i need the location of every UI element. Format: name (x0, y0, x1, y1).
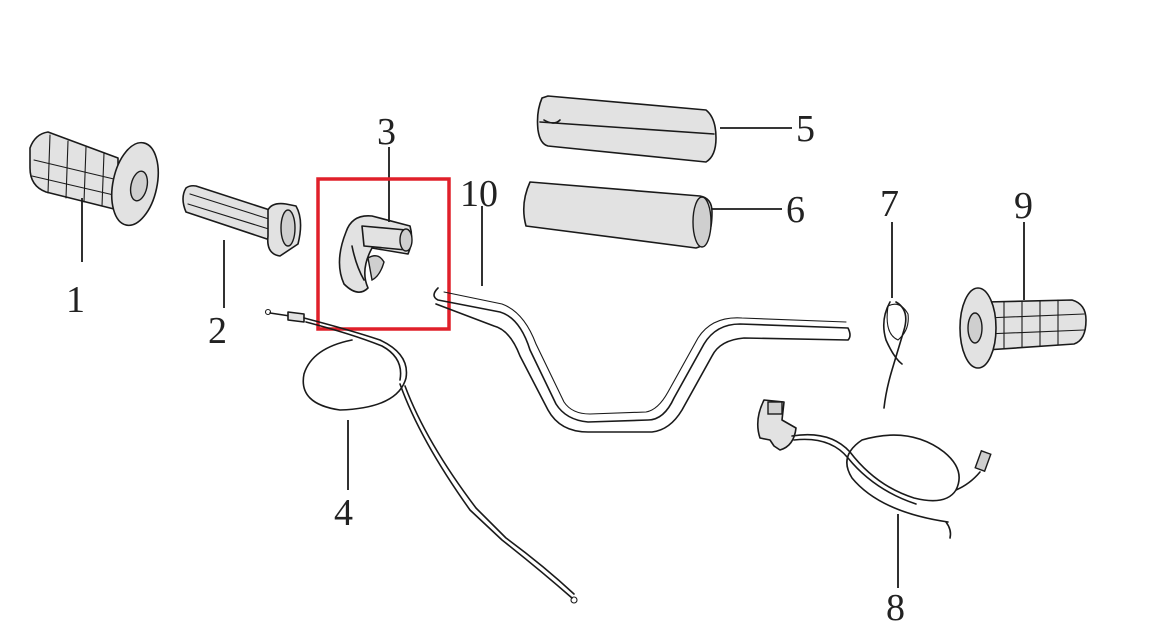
part-8-switch-assembly (756, 399, 992, 588)
part-9-right-grip (959, 222, 1087, 369)
callout-6: 6 (786, 189, 805, 231)
part-1-left-grip (29, 131, 160, 262)
part-4-throttle-cable (264, 308, 578, 604)
part-3-throttle-housing (338, 147, 413, 293)
callout-8: 8 (886, 587, 905, 629)
callout-5: 5 (796, 108, 815, 150)
part-6-crossbar-pad (522, 181, 782, 249)
part-7-cable-tie (882, 222, 909, 409)
callout-9: 9 (1014, 185, 1033, 227)
callout-2: 2 (208, 310, 227, 352)
part-10-handlebar (433, 206, 851, 433)
callout-7: 7 (880, 183, 899, 225)
callout-4: 4 (334, 492, 353, 534)
callout-3: 3 (377, 111, 396, 153)
callout-10: 10 (460, 173, 498, 215)
highlight-box-part-3 (316, 177, 451, 331)
part-2-throttle-tube (182, 184, 302, 308)
callout-1: 1 (66, 279, 85, 321)
part-5-upper-pad (536, 95, 792, 163)
